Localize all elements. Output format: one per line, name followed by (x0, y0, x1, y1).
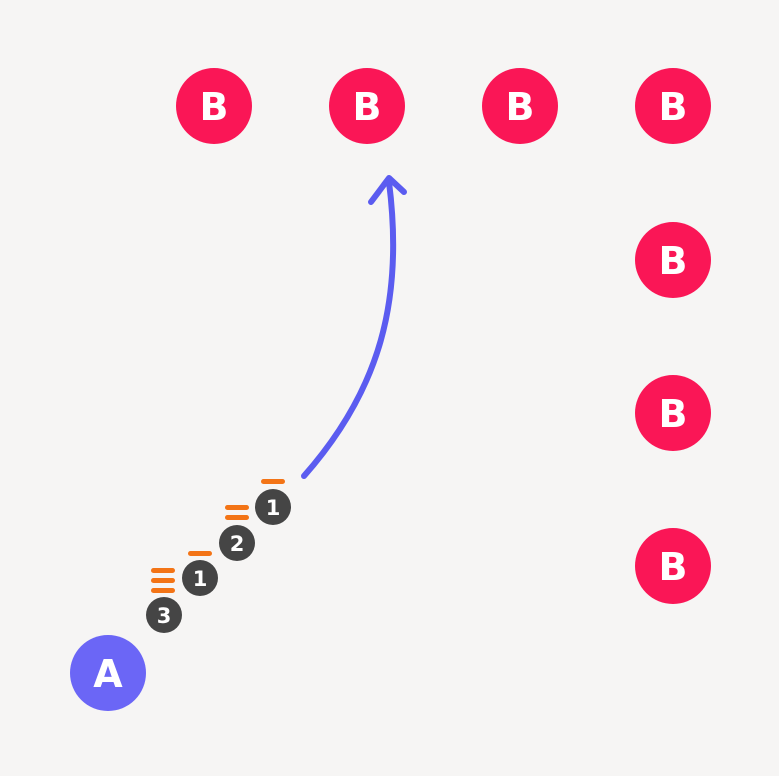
step-2-label: 1 (193, 567, 208, 591)
player-b-6: B (635, 375, 711, 451)
player-b-7: B (635, 528, 711, 604)
player-b-3-circle (482, 68, 558, 144)
player-b-2-circle (329, 68, 405, 144)
step-1: 3 (146, 568, 182, 633)
player-b-4-circle (635, 68, 711, 144)
step-2-circle (182, 560, 218, 596)
step-1-circle (146, 597, 182, 633)
player-b-5-circle (635, 222, 711, 298)
step-3-circle (219, 525, 255, 561)
arrow-path (301, 179, 397, 479)
player-a-circle (70, 635, 146, 711)
player-b-3-label: B (506, 85, 535, 129)
step-1-mark-3 (151, 588, 175, 593)
step-3: 2 (219, 505, 255, 561)
step-2: 1 (182, 551, 218, 596)
step-2-mark-1 (188, 551, 212, 556)
arrow-head (368, 175, 407, 205)
player-b-4-label: B (659, 85, 688, 129)
player-b-7-label: B (659, 545, 688, 589)
player-a-label: A (93, 652, 123, 696)
step-3-mark-1 (225, 505, 249, 510)
step-1-label: 3 (157, 604, 172, 628)
player-b-2: B (329, 68, 405, 144)
step-1-mark-1 (151, 568, 175, 573)
player-b-1-circle (176, 68, 252, 144)
player-b-5: B (635, 222, 711, 298)
player-b-1-label: B (200, 85, 229, 129)
step-4-mark-1 (261, 479, 285, 484)
step-1-mark-2 (151, 578, 175, 583)
step-3-mark-2 (225, 515, 249, 520)
step-4: 1 (255, 479, 291, 525)
step-4-circle (255, 489, 291, 525)
step-3-label: 2 (230, 532, 245, 556)
player-b-3: B (482, 68, 558, 144)
step-4-label: 1 (266, 496, 281, 520)
player-b-6-label: B (659, 392, 688, 436)
player-b-4: B (635, 68, 711, 144)
player-b-6-circle (635, 375, 711, 451)
player-b-7-circle (635, 528, 711, 604)
player-b-2-label: B (353, 85, 382, 129)
player-a: A (70, 635, 146, 711)
player-b-1: B (176, 68, 252, 144)
player-b-5-label: B (659, 239, 688, 283)
